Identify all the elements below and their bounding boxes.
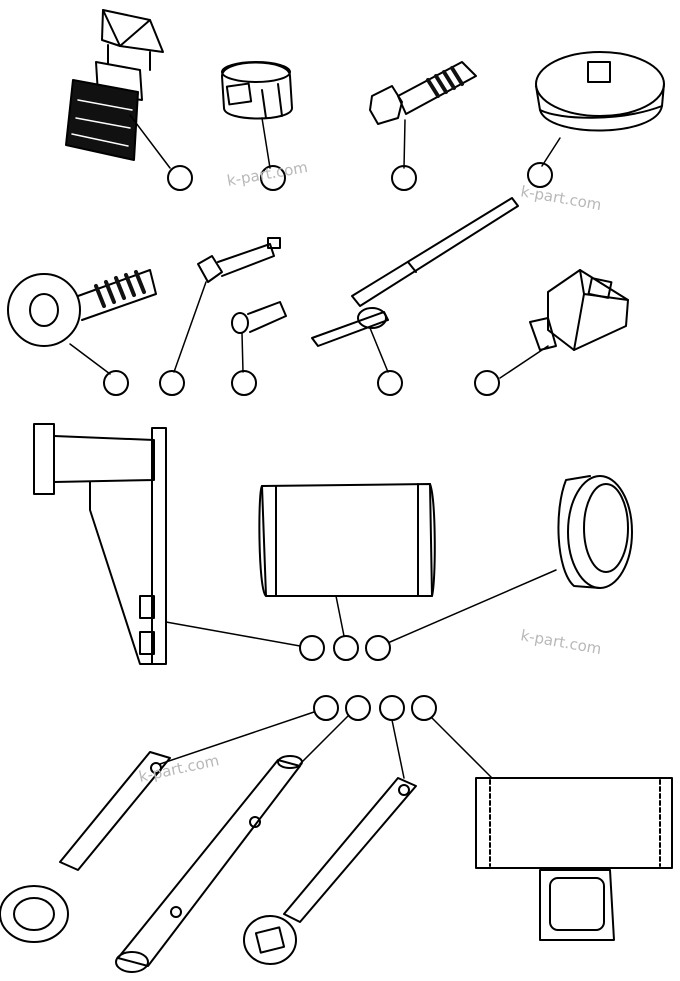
callout-5 bbox=[103, 370, 129, 396]
callout-16 bbox=[411, 695, 437, 721]
callout-2 bbox=[260, 165, 286, 191]
small-socket bbox=[221, 61, 293, 169]
callout-4 bbox=[527, 162, 553, 188]
callout-7 bbox=[231, 370, 257, 396]
short-bolt bbox=[369, 61, 477, 169]
callout-10 bbox=[299, 635, 325, 661]
watermark-4: k-part.com bbox=[137, 751, 221, 786]
callout-6 bbox=[159, 370, 185, 396]
callout-15 bbox=[379, 695, 405, 721]
l-bracket bbox=[33, 423, 301, 665]
ring-wrench bbox=[0, 711, 315, 943]
callout-1 bbox=[167, 165, 193, 191]
tube-wrench bbox=[115, 715, 349, 973]
box-wrench bbox=[243, 719, 417, 965]
ring-collar bbox=[389, 475, 633, 643]
watermark-3: k-part.com bbox=[519, 626, 603, 658]
holder-block bbox=[431, 717, 673, 941]
callout-13 bbox=[313, 695, 339, 721]
cylinder-sleeve bbox=[258, 483, 436, 637]
eyebolt bbox=[7, 269, 157, 375]
watermarks: k-part.com k-part.com k-part.com k-part.… bbox=[137, 158, 603, 786]
callout-11 bbox=[333, 635, 359, 661]
short-pin bbox=[231, 301, 287, 373]
callout-8 bbox=[377, 370, 403, 396]
round-cap-tool bbox=[535, 51, 665, 167]
watermark-1: k-part.com bbox=[226, 158, 310, 190]
callout-14 bbox=[345, 695, 371, 721]
watermark-2: k-part.com bbox=[519, 182, 603, 214]
callout-9 bbox=[474, 370, 500, 396]
callout-3 bbox=[391, 165, 417, 191]
quick-coupler bbox=[65, 9, 171, 169]
callout-12 bbox=[365, 635, 391, 661]
t-handle-bar bbox=[311, 197, 519, 373]
extension-pin bbox=[173, 237, 281, 373]
square-drive-socket bbox=[499, 269, 629, 379]
